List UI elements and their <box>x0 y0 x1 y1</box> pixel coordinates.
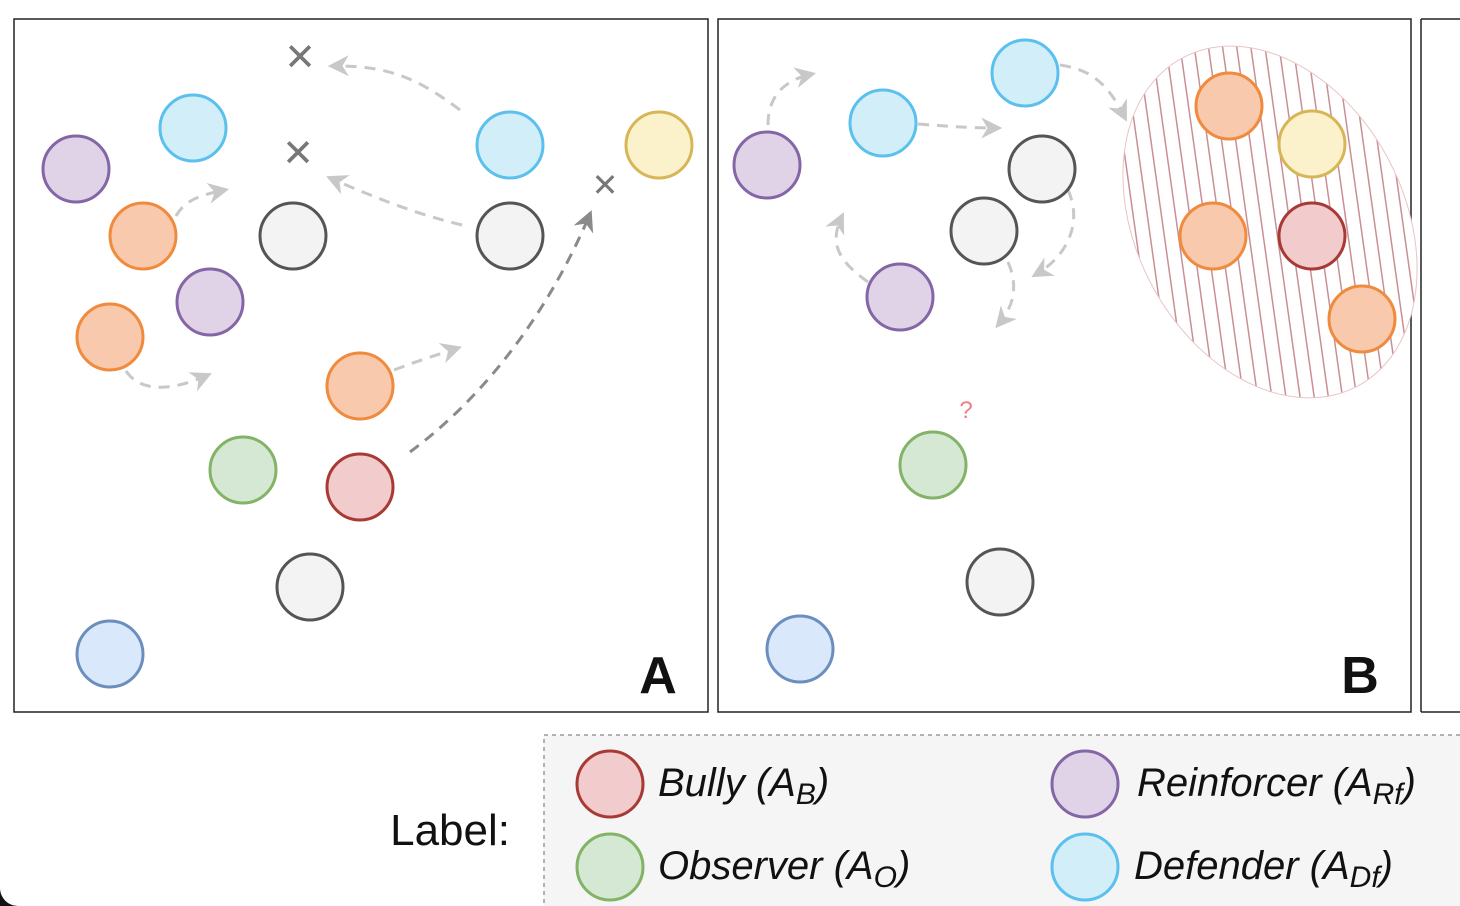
node-reinforcer <box>732 130 802 200</box>
panel-letter-a: A <box>639 647 677 705</box>
node-assistant <box>108 201 178 271</box>
panel-letter-b: B <box>1341 647 1379 705</box>
arrow-a6 <box>409 210 594 454</box>
arrow-a2 <box>326 175 463 227</box>
arrow-b3 <box>1059 63 1127 122</box>
node-reinforcer <box>865 262 935 332</box>
node-assistant <box>1194 71 1264 141</box>
panel-a: ✕ ✕ ✕ A <box>13 18 709 713</box>
node-assistant <box>1178 201 1248 271</box>
arrow-b4 <box>825 212 869 284</box>
node-bully <box>1277 201 1347 271</box>
legend-swatch-bully <box>575 749 645 819</box>
node-neutral <box>275 552 345 622</box>
node-defender <box>158 93 228 163</box>
legend-swatch-defender <box>1050 832 1120 902</box>
node-bully <box>325 452 395 522</box>
arrow-b5 <box>1031 189 1076 278</box>
node-assistant <box>325 351 395 421</box>
legend-label-observer: Observer (AO) <box>658 844 910 894</box>
arrow-a4 <box>124 370 212 392</box>
arrow-a3 <box>174 183 230 217</box>
legend-swatch-reinforcer <box>1050 749 1120 819</box>
cross-icon: ✕ <box>284 35 316 79</box>
node-defender <box>990 38 1060 108</box>
panel-b: ? B <box>717 18 1418 713</box>
legend-title: Label: <box>390 806 510 855</box>
question-mark: ? <box>959 397 972 424</box>
legend-label-bully: Bully (AB) <box>658 761 829 811</box>
legend-label-reinforcer: Reinforcer (ARf) <box>1137 761 1416 811</box>
arrow-a5 <box>393 343 462 372</box>
node-observer <box>898 430 968 500</box>
node-reinforcer <box>41 134 111 204</box>
arrow-b1 <box>766 67 817 126</box>
legend-label-defender: Defender (ADf) <box>1134 844 1393 894</box>
legend-swatch-observer <box>575 832 645 902</box>
node-defender <box>848 88 918 158</box>
arrow-a1 <box>327 55 461 112</box>
legend: Label: Bully (AB) Reinforcer (ARf) Obser… <box>390 734 1460 906</box>
corner-mark <box>0 840 18 906</box>
node-victim <box>765 614 835 684</box>
node-reinforcer <box>175 267 245 337</box>
node-neutral <box>965 547 1035 617</box>
node-neutral <box>1007 134 1077 204</box>
node-reporter <box>1277 109 1347 179</box>
node-assistant <box>75 302 145 372</box>
node-neutral <box>949 196 1019 266</box>
node-neutral <box>258 201 328 271</box>
node-victim <box>75 619 145 689</box>
arrow-b6 <box>995 261 1017 329</box>
node-neutral <box>475 201 545 271</box>
node-observer <box>208 435 278 505</box>
node-reporter <box>624 110 694 180</box>
arrow-b2 <box>917 117 1003 139</box>
cross-icon: ✕ <box>592 166 619 204</box>
cross-icon: ✕ <box>282 131 314 175</box>
legend-box <box>543 734 1460 906</box>
node-defender <box>475 110 545 180</box>
node-assistant <box>1327 284 1397 354</box>
